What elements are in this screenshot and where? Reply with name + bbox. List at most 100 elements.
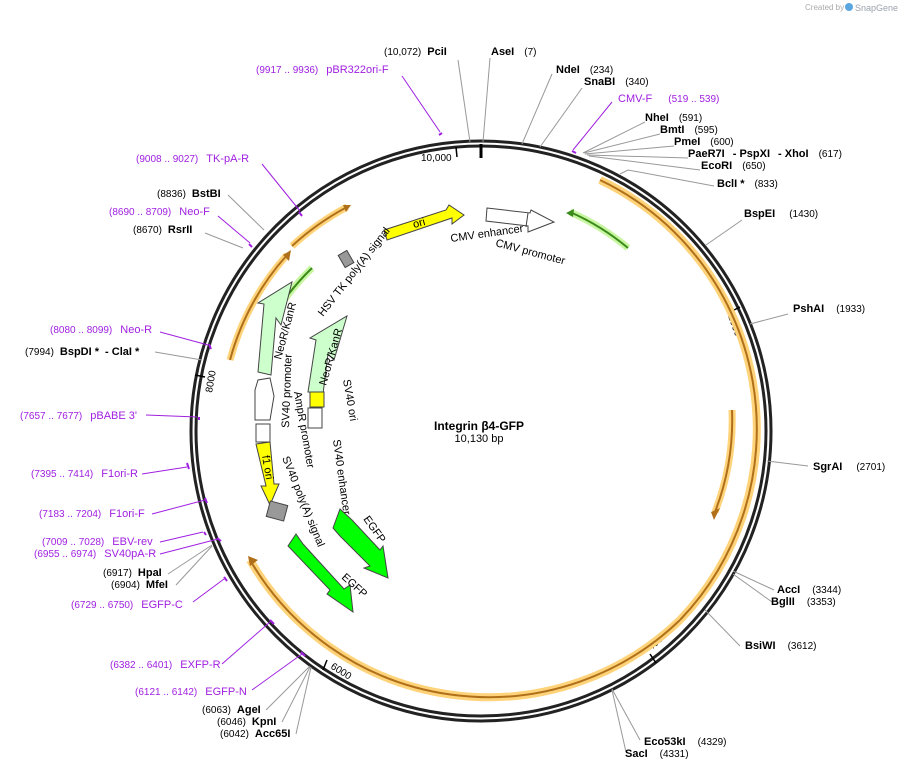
- site-name: HpaI: [138, 567, 162, 579]
- primer-neo-r[interactable]: (8080 .. 8099)Neo-R: [50, 324, 152, 336]
- site-acci[interactable]: AccI(3344): [777, 584, 841, 596]
- primer-leader-sv40pa: [159, 538, 219, 555]
- primer-pbabe[interactable]: (7657 .. 7677)pBABE 3': [20, 410, 137, 422]
- primer-pbr322ori-f[interactable]: (9917 .. 9936)pBR322ori-F: [256, 64, 389, 76]
- primer-ebv-rev[interactable]: (7009 .. 7028) EBV-rev: [42, 536, 153, 548]
- site-name: NheI: [645, 112, 669, 124]
- primer-name: EBV-rev: [112, 536, 153, 548]
- site-pos: (4329): [698, 737, 727, 748]
- primer-egfp-n[interactable]: (6121 .. 6142)EGFP-N: [135, 686, 247, 698]
- primer-sv40pa-r[interactable]: (6955 .. 6974)SV40pA-R: [34, 548, 156, 560]
- primer-f1ori-f[interactable]: (7183 .. 7204)F1ori-F: [39, 508, 145, 520]
- primer-range: (519 .. 539): [668, 94, 719, 105]
- primer-leader-pbabe: [145, 414, 198, 418]
- leader-bsiwi: [704, 609, 741, 647]
- site-bspdi[interactable]: (7994)BspDI *- ClaI *: [25, 346, 140, 358]
- sv40-polya-box: [265, 500, 289, 522]
- sv40-enhancer-box: [307, 407, 323, 429]
- left-arrow-head: [283, 250, 291, 261]
- top-left-arrow-head: [343, 205, 351, 212]
- site-bcli[interactable]: BclI *(833): [717, 178, 778, 190]
- site-pos: (6042): [220, 729, 249, 740]
- neo-r-arrow-1: [256, 280, 293, 376]
- site-bspei[interactable]: BspEI(1430): [744, 208, 818, 220]
- primer-cmv-f[interactable]: CMV-F(519 .. 539): [618, 93, 719, 105]
- primer-egfp-c[interactable]: (6729 .. 6750)EGFP-C: [71, 599, 183, 611]
- ori-arrow: [383, 204, 465, 241]
- sv40-polya-label: SV40 poly(A) signal: [279, 455, 326, 549]
- primer-marker-f1f: [204, 497, 208, 504]
- site-bglii[interactable]: BglII(3353): [771, 596, 836, 608]
- leader-bcli: [619, 169, 715, 187]
- primer-leader-cmv: [572, 101, 613, 151]
- site-agei[interactable]: (6063)AgeI: [202, 704, 261, 716]
- site-bstbi[interactable]: (8836)BstBI: [157, 188, 221, 200]
- leader-ndei: [521, 73, 553, 145]
- primer-leader-egfpn: [251, 653, 303, 691]
- snapgene-logo-icon: [845, 3, 853, 11]
- site-sgrai[interactable]: SgrAI(2701): [813, 461, 885, 473]
- site-labels: (10,072)PciI AseI(7) NdeI(234) SnaBI(340…: [25, 46, 885, 760]
- sv40-ori-box: [309, 391, 325, 408]
- site-eco53ki[interactable]: Eco53kI(4329): [644, 736, 727, 748]
- sv40-promoter-label: SV40 promoter: [280, 353, 295, 428]
- primer-range: (7183 .. 7204): [39, 509, 101, 520]
- site-nhei[interactable]: NheI(591): [645, 112, 702, 124]
- site-kpni[interactable]: (6046)KpnI: [217, 716, 276, 728]
- site-pos: (234): [590, 65, 613, 76]
- primer-marker-f1r: [186, 462, 190, 470]
- leader-kpni: [281, 666, 311, 723]
- leader-pmei: [584, 145, 675, 155]
- site-pcii[interactable]: (10,072)PciI: [384, 46, 447, 58]
- integrin-inner-arc: [714, 409, 734, 513]
- tick-10000: [455, 146, 458, 158]
- primer-leader-tk: [261, 163, 301, 212]
- site-name: AseI: [491, 46, 514, 58]
- leader-eco53ki: [611, 688, 641, 741]
- sv40-promoter-arrow: [254, 377, 275, 421]
- site-acc65i[interactable]: (6042)Acc65I: [220, 728, 290, 740]
- primer-marker-neor: [208, 343, 212, 350]
- site-ndei[interactable]: NdeI(234): [556, 64, 613, 76]
- site-name: BspDI *: [60, 346, 100, 358]
- site-pshai[interactable]: PshAI(1933): [793, 303, 865, 315]
- f1-ori-arrow: [255, 441, 280, 507]
- primer-range: (7395 .. 7414): [31, 469, 93, 480]
- site-saci[interactable]: SacI(4331): [625, 748, 689, 760]
- sv40-enhancer-label: SV40 enhancer: [330, 439, 352, 516]
- site-name-2: PspXI: [739, 148, 770, 160]
- site-name: PmeI: [674, 136, 700, 148]
- site-pos: (3612): [788, 641, 817, 652]
- primer-range: (7009 .. 7028): [42, 537, 104, 548]
- site-pos: (1430): [789, 209, 818, 220]
- primer-range: (6729 .. 6750): [71, 600, 133, 611]
- site-ecori[interactable]: EcoRI(650): [701, 160, 766, 172]
- site-pos: (10,072): [384, 47, 421, 58]
- tick-4000: [649, 653, 657, 664]
- site-snabi[interactable]: SnaBI(340): [584, 76, 649, 88]
- site-name-3: XhoI: [785, 148, 809, 160]
- site-asei[interactable]: AseI(7): [491, 46, 536, 58]
- primer-tk-pa-r[interactable]: (9008 .. 9027)TK-pA-R: [136, 153, 249, 165]
- plasmid-name: Integrin β4-GFP: [434, 419, 524, 433]
- site-pmei[interactable]: PmeI(600): [674, 136, 734, 148]
- site-paer7i[interactable]: PaeR7I- PspXI- XhoI(617): [688, 148, 842, 160]
- site-name: PaeR7I: [688, 148, 725, 160]
- primer-leader-ebv: [159, 531, 204, 543]
- primer-exfp-r[interactable]: (6382 .. 6401)EXFP-R: [110, 659, 221, 671]
- leader-rsrii: [204, 232, 244, 249]
- site-bsiwi[interactable]: BsiWI(3612): [745, 640, 816, 652]
- cmv-enhancer-arrow: [485, 207, 556, 233]
- site-rsrii[interactable]: (8670)RsrII: [133, 224, 192, 236]
- egfp-arrow-1: [332, 508, 389, 579]
- credit-prefix: Created by: [805, 3, 844, 12]
- primer-neo-f[interactable]: (8690 .. 8709)Neo-F: [109, 206, 210, 218]
- primer-leader-neor: [159, 331, 209, 346]
- primer-name: TK-pA-R: [206, 153, 249, 165]
- site-bmti[interactable]: BmtI(595): [660, 124, 718, 136]
- site-hpai[interactable]: (6917)HpaI: [103, 567, 162, 579]
- leader-snabi: [539, 87, 583, 148]
- leader-saci: [611, 689, 627, 753]
- site-mfei[interactable]: (6904)MfeI: [111, 579, 168, 591]
- primer-f1ori-r[interactable]: (7395 .. 7414)F1ori-R: [31, 468, 138, 480]
